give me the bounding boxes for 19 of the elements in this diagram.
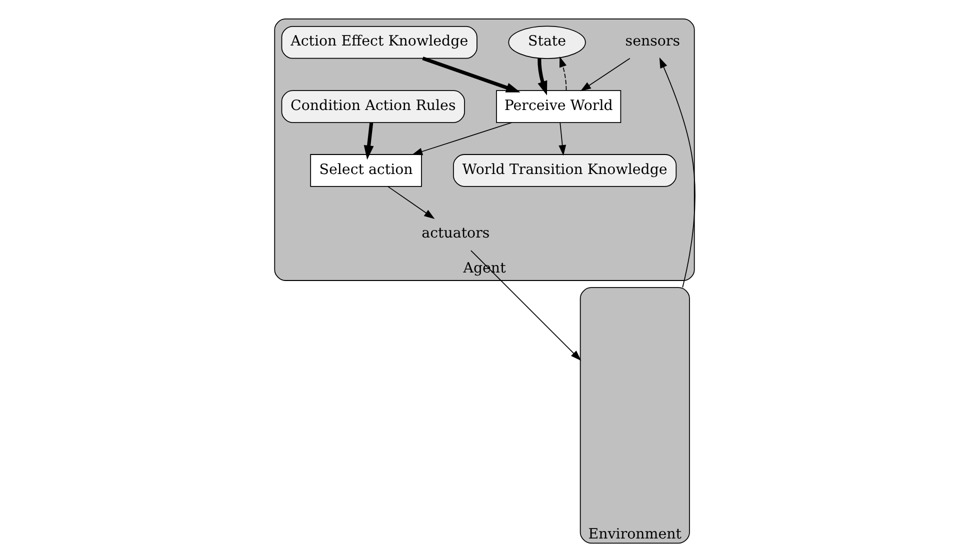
arrow xyxy=(538,58,548,96)
node-text: sensors xyxy=(625,34,680,50)
node-box: Condition Action Rules xyxy=(281,90,465,123)
arrow xyxy=(659,57,696,288)
arrow xyxy=(412,122,512,156)
arrow xyxy=(470,250,582,361)
arrow xyxy=(422,56,520,92)
arrow xyxy=(559,56,567,91)
node-box: Perceive World xyxy=(496,90,622,123)
node-box: World Transition Knowledge xyxy=(453,154,677,187)
arrow xyxy=(558,122,566,156)
node-ellipse: State xyxy=(508,26,586,60)
node-text: actuators xyxy=(422,226,490,242)
node-box: Environment xyxy=(580,287,690,544)
node-box: Select action xyxy=(310,154,422,187)
arrow xyxy=(388,186,435,219)
arrow xyxy=(580,58,630,92)
node-box: Action Effect Knowledge xyxy=(281,26,478,59)
arrow xyxy=(364,122,374,160)
